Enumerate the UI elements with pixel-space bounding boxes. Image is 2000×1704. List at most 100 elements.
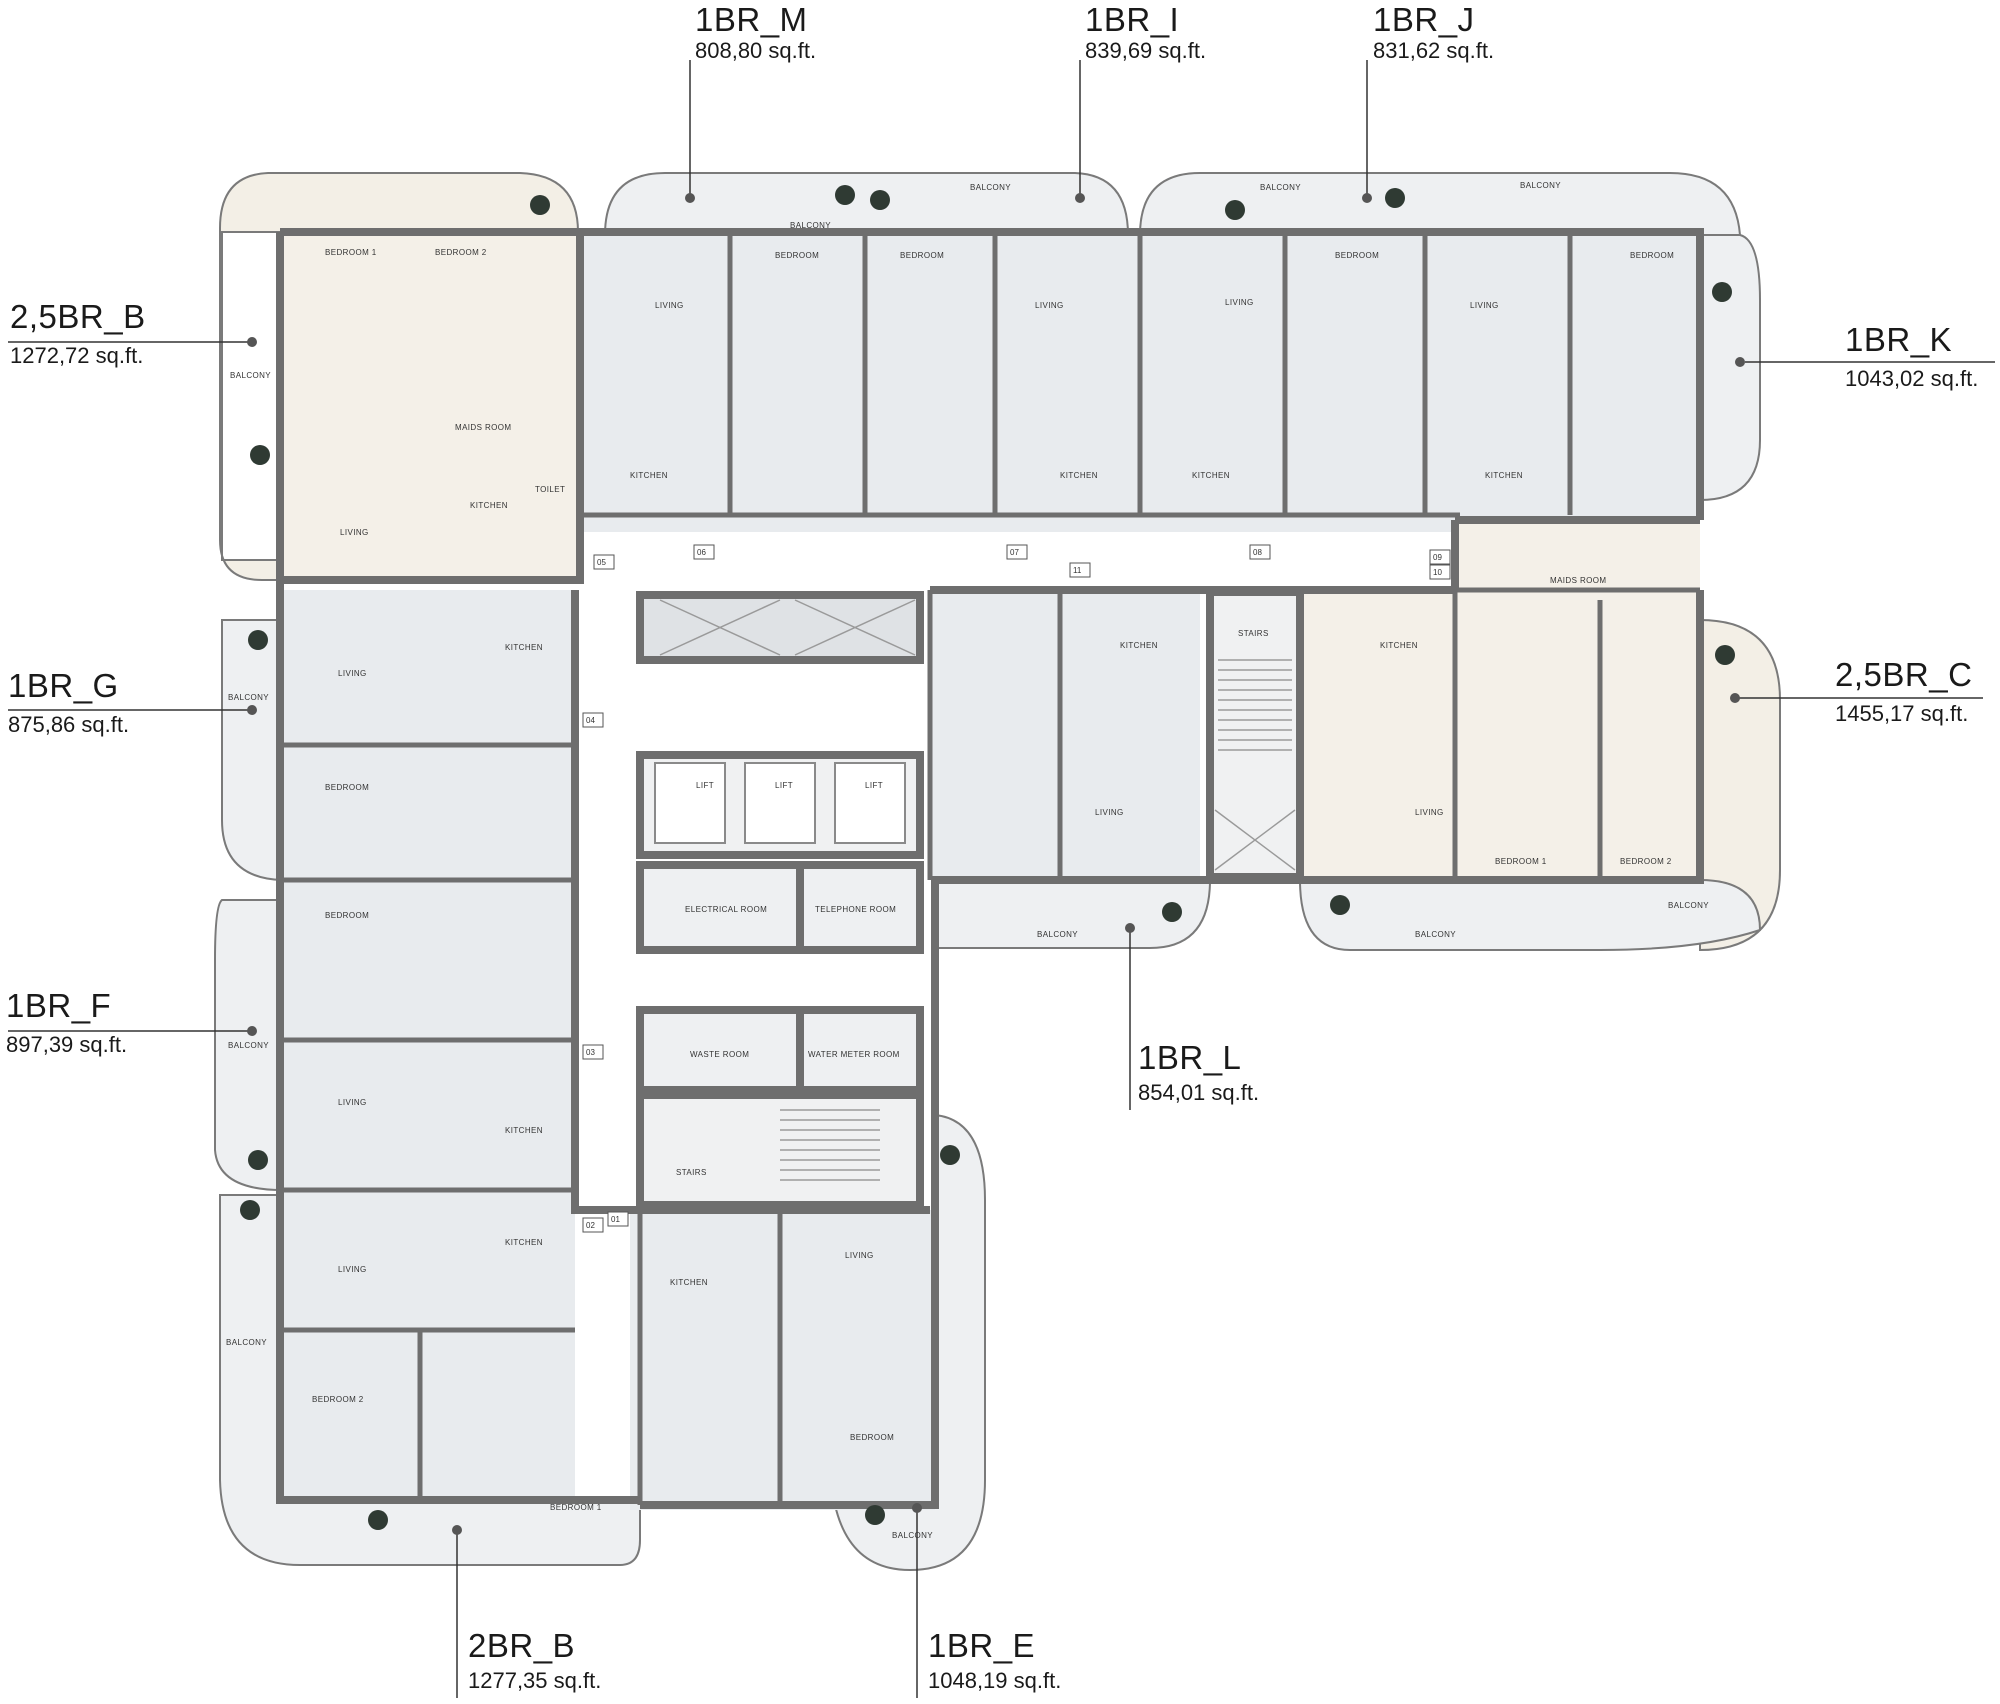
water-meter-room: [796, 1006, 924, 1094]
balcony-right-bottom: [1298, 879, 1762, 951]
plants: [240, 185, 1735, 1530]
unit-label-1br-i: 1BR_I 839,69 sq.ft.: [1085, 2, 1206, 64]
room-label-balcony-c2: BALCONY: [1668, 901, 1709, 910]
room-label-balcony-top-3: BALCONY: [1260, 183, 1301, 192]
unit-tag: 02: [586, 1221, 595, 1230]
waste-room: [636, 1006, 804, 1094]
plant-icon: [250, 445, 270, 465]
unit-label-1br-g: 1BR_G 875,86 sq.ft.: [8, 668, 129, 738]
room-label-bedroom-e: BEDROOM: [850, 1433, 894, 1442]
room-label-stairs-b: STAIRS: [676, 1168, 707, 1177]
unit-tag: 05: [597, 558, 606, 567]
balcony-top-2: [1138, 172, 1742, 236]
room-label-living-2br: LIVING: [338, 1265, 367, 1274]
room-label-lift-2: LIFT: [775, 781, 793, 790]
plant-icon: [835, 185, 855, 205]
room-label-balcony-e: BALCONY: [892, 1531, 933, 1540]
room-label-kitchen-k: KITCHEN: [1485, 471, 1523, 480]
stair-treads: [780, 659, 1292, 1181]
room-label-balcony-g: BALCONY: [228, 693, 269, 702]
room-label-balcony-top-4: BALCONY: [1520, 181, 1561, 190]
plant-icon: [1385, 188, 1405, 208]
unit-area: 1048,19 sq.ft.: [928, 1668, 1062, 1693]
unit-area: 808,80 sq.ft.: [695, 38, 817, 63]
room-label-balcony-c: BALCONY: [1415, 930, 1456, 939]
room-label-bedroom-i: BEDROOM: [900, 251, 944, 260]
plant-icon: [870, 190, 890, 210]
balcony-1br-e: [833, 1113, 986, 1572]
unit-tag: 07: [1010, 548, 1019, 557]
room-label-waste-room: WASTE ROOM: [690, 1050, 749, 1059]
room-label-balcony-2br: BALCONY: [226, 1338, 267, 1347]
unit-label-1br-k: 1BR_K 1043,02 sq.ft.: [1845, 322, 1978, 392]
unit-tag: 01: [611, 1215, 620, 1224]
room-label-bedroom-2-2br: BEDROOM 2: [312, 1395, 364, 1404]
room-label-water-meter-room: WATER METER ROOM: [808, 1050, 900, 1059]
room-label-balcony-f: BALCONY: [228, 1041, 269, 1050]
unit-tag: 09: [1433, 553, 1442, 562]
room-label-bedroom-m: BEDROOM: [775, 251, 819, 260]
room-label-living-l: LIVING: [1095, 808, 1124, 817]
room-label-bedroom-1-2br: BEDROOM 1: [550, 1503, 602, 1512]
unit-area: 1043,02 sq.ft.: [1845, 366, 1979, 391]
room-label-lift-3: LIFT: [865, 781, 883, 790]
lift-cars: [654, 762, 906, 844]
unit-label-1br-j: 1BR_J 831,62 sq.ft.: [1373, 2, 1494, 64]
unit-label-1br-f: 1BR_F 897,39 sq.ft.: [6, 988, 127, 1058]
room-label-balcony-top-1: BALCONY: [970, 183, 1011, 192]
balcony-1br-f: [214, 899, 283, 1192]
leader-dots: [247, 193, 1745, 1535]
plant-icon: [1330, 895, 1350, 915]
unit-area: 831,62 sq.ft.: [1373, 38, 1495, 63]
balconies: [214, 172, 1781, 1572]
unit-label-1br-l: 1BR_L 854,01 sq.ft.: [1138, 1040, 1259, 1106]
plant-icon: [368, 1510, 388, 1530]
room-label-bedroom-j: BEDROOM: [1335, 251, 1379, 260]
unit-label-1br-m: 1BR_M 808,80 sq.ft.: [695, 2, 816, 64]
unit-tag: 03: [586, 1048, 595, 1057]
unit-label-2-5br-c: 2,5BR_C 1455,17 sq.ft.: [1835, 657, 1972, 727]
room-label-bedroom-2: BEDROOM 2: [435, 248, 487, 257]
balcony-1br-g: [221, 619, 283, 882]
plant-icon: [248, 630, 268, 650]
unit-area: 1272,72 sq.ft.: [10, 343, 144, 368]
walls: [276, 228, 1704, 1509]
room-label-kitchen-i: KITCHEN: [1060, 471, 1098, 480]
partitions: [280, 232, 1700, 1505]
plant-icon: [865, 1505, 885, 1525]
unit-area: 897,39 sq.ft.: [6, 1032, 128, 1057]
room-label-bedroom-2-c: BEDROOM 2: [1620, 857, 1672, 866]
unit-area: 839,69 sq.ft.: [1085, 38, 1207, 63]
room-label-electrical-room: ELECTRICAL ROOM: [685, 905, 767, 914]
room-label-living-f: LIVING: [338, 1098, 367, 1107]
unit-code: 1BR_L: [1138, 1039, 1242, 1076]
unit-tag: 11: [1073, 566, 1082, 575]
balcony-top-1: [603, 172, 1130, 236]
room-label-living-e: LIVING: [845, 1251, 874, 1260]
electrical-room: [636, 861, 804, 954]
telephone-room: [796, 861, 924, 954]
room-label-stairs-r: STAIRS: [1238, 629, 1269, 638]
plant-icon: [940, 1145, 960, 1165]
unit-tag: 06: [697, 548, 706, 557]
unit-code: 1BR_F: [6, 987, 112, 1024]
plant-icon: [1162, 902, 1182, 922]
unit-code: 1BR_I: [1085, 1, 1180, 38]
unit-tag: 10: [1433, 568, 1442, 577]
plant-icon: [1715, 645, 1735, 665]
shaft-1: [636, 591, 924, 664]
unit-code: 1BR_K: [1845, 321, 1953, 358]
unit-area: 1455,17 sq.ft.: [1835, 701, 1969, 726]
room-label-kitchen: KITCHEN: [470, 501, 508, 510]
unit-code: 1BR_M: [695, 1, 808, 38]
balcony-1br-k: [1699, 234, 1761, 502]
stair-core-right: [1206, 588, 1304, 881]
room-label-living-g: LIVING: [338, 669, 367, 678]
room-label-kitchen-m: KITCHEN: [630, 471, 668, 480]
room-label-balcony-top-2: BALCONY: [790, 221, 831, 230]
room-label-maids-room-c: MAIDS ROOM: [1550, 576, 1606, 585]
room-label-living-j: LIVING: [1225, 298, 1254, 307]
room-label-bedroom-1-c: BEDROOM 1: [1495, 857, 1547, 866]
room-label-balcony-l: BALCONY: [1037, 930, 1078, 939]
